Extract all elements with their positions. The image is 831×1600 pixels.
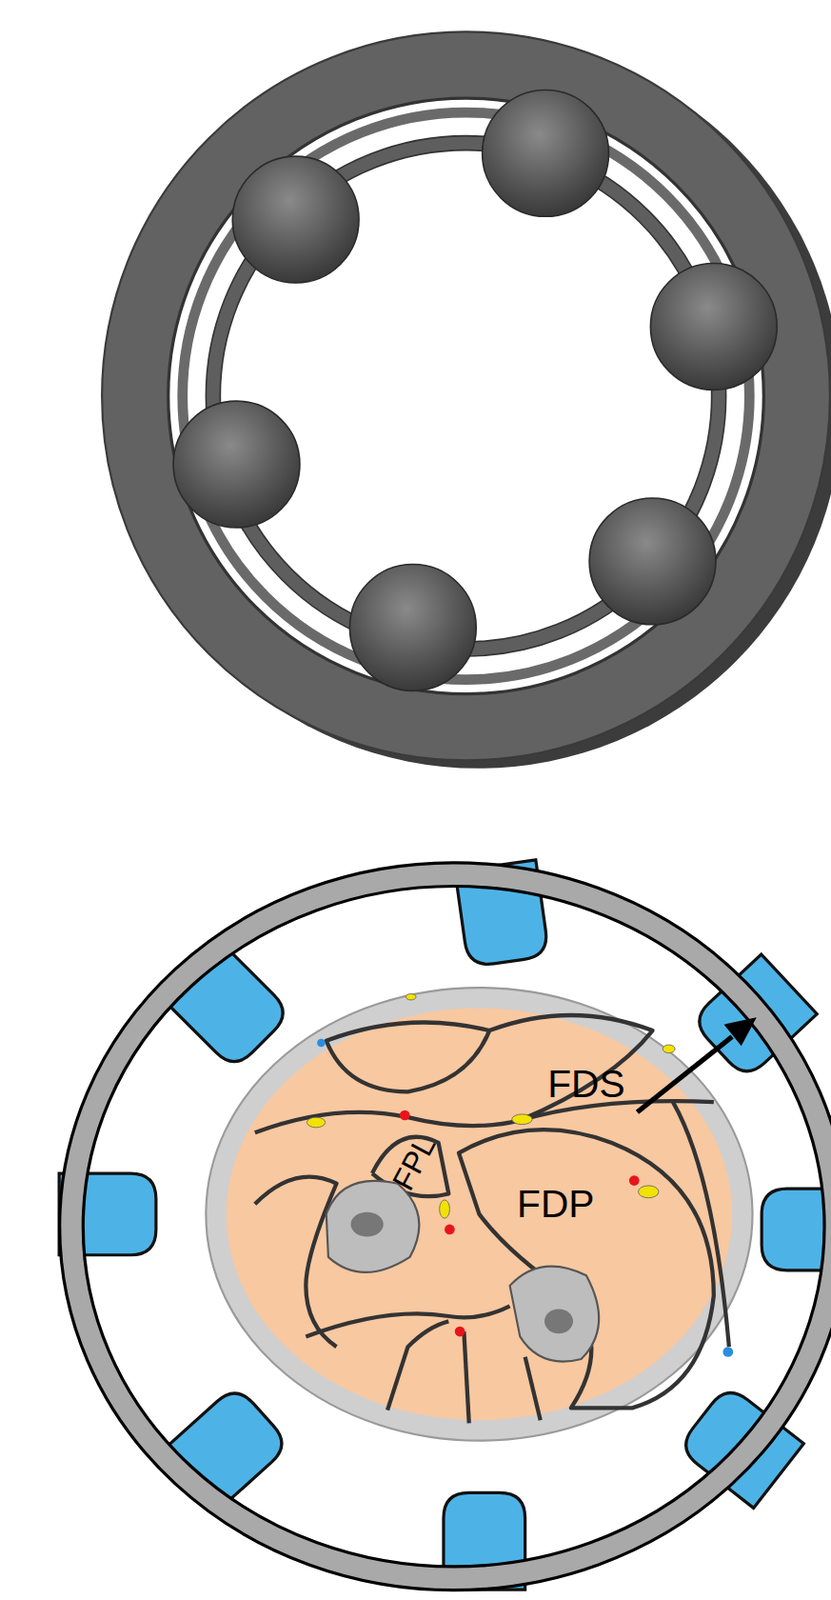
nerve xyxy=(662,1044,675,1053)
pad xyxy=(761,1187,831,1270)
ball xyxy=(232,156,359,283)
septum xyxy=(672,1101,730,1346)
nerve xyxy=(638,1185,659,1198)
nerve xyxy=(439,1199,451,1218)
septum xyxy=(387,1320,449,1409)
compression-device xyxy=(59,859,831,1589)
radius-bone xyxy=(326,1180,420,1272)
ball xyxy=(349,564,476,692)
septum xyxy=(463,1330,469,1423)
septum xyxy=(255,1176,337,1347)
septum xyxy=(326,1022,490,1092)
ball-bearing xyxy=(101,31,831,768)
arrow-head xyxy=(724,1016,757,1046)
ball xyxy=(482,89,610,217)
ulna-bone xyxy=(510,1266,600,1362)
ring-bore xyxy=(168,98,765,694)
race-edge xyxy=(205,136,726,656)
skin xyxy=(205,987,752,1441)
vein xyxy=(316,1038,326,1048)
ball xyxy=(173,400,300,528)
inner-race xyxy=(213,142,719,649)
nerve xyxy=(512,1113,533,1125)
force-arrow xyxy=(636,1036,733,1112)
ring-outline xyxy=(71,873,831,1578)
artery xyxy=(399,1109,411,1121)
ball xyxy=(650,263,777,391)
muscle-label: FDS xyxy=(547,1063,625,1103)
marrow xyxy=(350,1211,383,1237)
marrow xyxy=(544,1308,574,1334)
vein xyxy=(722,1345,733,1357)
artery xyxy=(629,1174,640,1186)
septum xyxy=(525,1356,541,1420)
outer-ring xyxy=(101,31,831,760)
nerve xyxy=(405,993,416,1000)
muscle-label: FDP xyxy=(516,1184,594,1224)
muscle xyxy=(226,1008,733,1421)
outer-ring xyxy=(71,873,831,1578)
septum xyxy=(305,1305,510,1336)
forearm-section xyxy=(205,987,756,1441)
artery xyxy=(444,1224,456,1235)
nerve xyxy=(306,1116,325,1128)
ball xyxy=(589,497,716,625)
artery xyxy=(455,1325,466,1337)
septum xyxy=(458,1128,714,1407)
septum xyxy=(489,1014,653,1120)
